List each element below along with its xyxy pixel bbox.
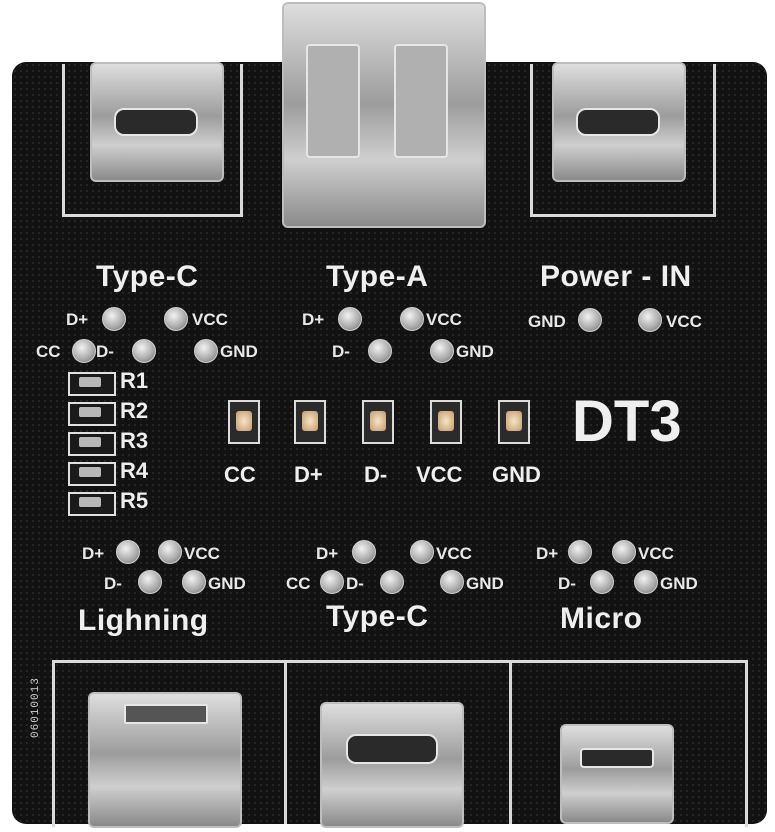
resistor: [68, 462, 116, 486]
test-pad: [72, 339, 96, 363]
type-c-bottom-label: Type-C: [326, 600, 429, 633]
test-pad: [158, 540, 182, 564]
resistor-label: R2: [120, 398, 149, 423]
type-c-bottom-connector: [320, 702, 464, 828]
type-a-connector: [282, 2, 486, 228]
test-pad: [338, 307, 362, 331]
resistor: [68, 432, 116, 456]
pin-label: VCC: [426, 310, 462, 329]
test-pad: [400, 307, 424, 331]
bottom-divider-1: [284, 660, 287, 824]
bottom-frame: [52, 660, 748, 827]
pin-label: GND: [208, 574, 246, 593]
test-pad: [320, 570, 344, 594]
led: [228, 400, 260, 444]
pin-label: D-: [332, 342, 350, 361]
led: [362, 400, 394, 444]
pin-label: D-: [346, 574, 364, 593]
power-in-connector: [552, 62, 686, 182]
pcb-board: Type-C Type-A Power - IN D+ VCC CC D- GN…: [12, 2, 767, 828]
pin-label: CC: [286, 574, 311, 593]
pin-label: D-: [558, 574, 576, 593]
pin-label: GND: [528, 312, 566, 331]
test-pad: [116, 540, 140, 564]
test-pad: [368, 339, 392, 363]
pin-label: VCC: [192, 310, 228, 329]
top-left-frame: [62, 64, 243, 217]
test-pad: [590, 570, 614, 594]
pin-label: VCC: [436, 544, 472, 563]
pin-label: D+: [536, 544, 559, 563]
led-label: VCC: [416, 462, 463, 487]
test-pad: [578, 308, 602, 332]
micro-usb-connector: [560, 724, 674, 824]
pin-label: CC: [36, 342, 61, 361]
type-c-top-connector: [90, 62, 224, 182]
test-pad: [138, 570, 162, 594]
test-pad: [568, 540, 592, 564]
test-pad: [380, 570, 404, 594]
test-pad: [132, 339, 156, 363]
lightning-connector: [88, 692, 242, 828]
test-pad: [194, 339, 218, 363]
bottom-divider-2: [509, 660, 512, 824]
resistor-label: R4: [120, 458, 149, 483]
pin-label: D+: [302, 310, 325, 329]
model-label: DT3: [572, 389, 682, 454]
pin-label: GND: [660, 574, 698, 593]
pin-label: GND: [456, 342, 494, 361]
test-pad: [612, 540, 636, 564]
test-pad: [430, 339, 454, 363]
test-pad: [102, 307, 126, 331]
pin-label: D-: [104, 574, 122, 593]
led-label: CC: [224, 462, 256, 487]
micro-label: Micro: [560, 602, 643, 635]
resistor: [68, 492, 116, 516]
pin-label: VCC: [184, 544, 220, 563]
pin-label: D-: [96, 342, 114, 361]
test-pad: [410, 540, 434, 564]
pin-label: D+: [316, 544, 339, 563]
led: [498, 400, 530, 444]
led: [294, 400, 326, 444]
type-a-label: Type-A: [326, 260, 429, 293]
pin-label: VCC: [638, 544, 674, 563]
test-pad: [182, 570, 206, 594]
led-label: GND: [492, 462, 541, 487]
resistor-label: R3: [120, 428, 149, 453]
led-label: D+: [294, 462, 323, 487]
pin-label: GND: [220, 342, 258, 361]
test-pad: [638, 308, 662, 332]
top-right-frame: [530, 64, 716, 217]
resistor-label: R1: [120, 368, 149, 393]
led: [430, 400, 462, 444]
resistor-label: R5: [120, 488, 149, 513]
serial-number: 06010013: [30, 677, 42, 738]
test-pad: [634, 570, 658, 594]
led-label: D-: [364, 462, 388, 487]
test-pad: [440, 570, 464, 594]
resistor: [68, 402, 116, 426]
power-in-label: Power - IN: [540, 260, 692, 293]
test-pad: [352, 540, 376, 564]
test-pad: [164, 307, 188, 331]
pin-label: D+: [82, 544, 105, 563]
type-c-top-label: Type-C: [96, 260, 199, 293]
lightning-label: Lighning: [78, 604, 209, 637]
pin-label: VCC: [666, 312, 702, 331]
pin-label: D+: [66, 310, 89, 329]
resistor: [68, 372, 116, 396]
pin-label: GND: [466, 574, 504, 593]
